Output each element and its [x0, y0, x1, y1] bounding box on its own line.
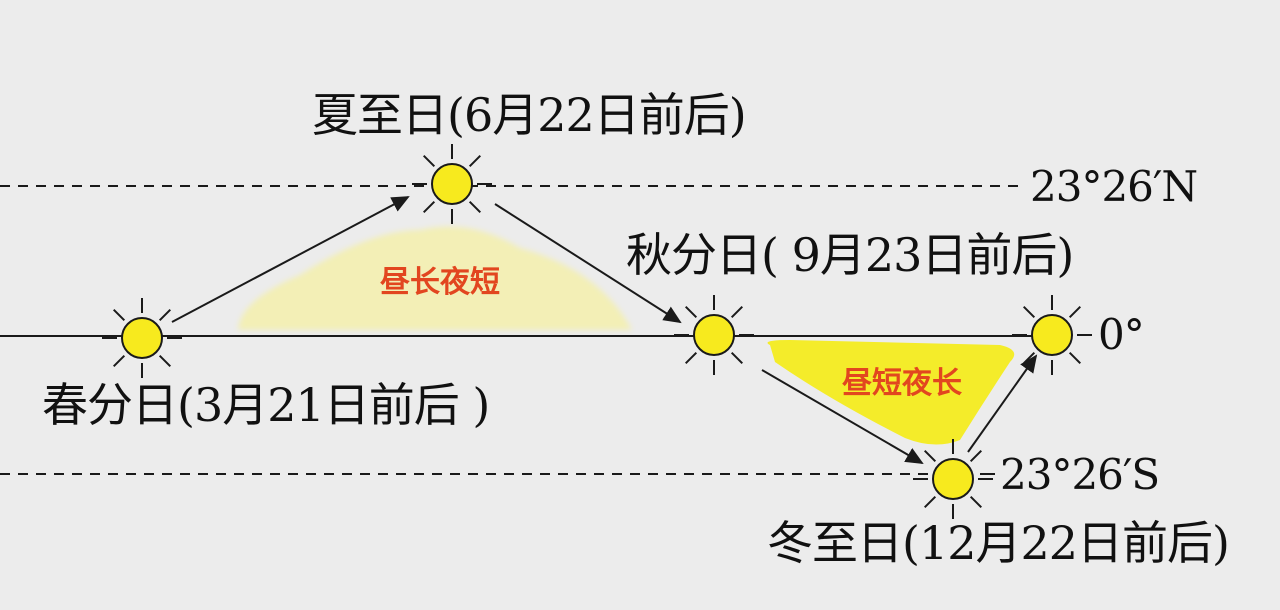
winter-solstice-label: 冬至日(12月22日前后): [767, 516, 1230, 570]
sun-icon: [913, 439, 993, 519]
equator-label: 0°: [1098, 310, 1145, 359]
summer-solstice-label: 夏至日(6月22日前后): [312, 88, 747, 142]
sun-icon: [1012, 295, 1092, 375]
short-day-long-night-text: 昼短夜长: [842, 366, 962, 401]
arrow-icon: [171, 196, 410, 323]
arrow-icon: [761, 369, 924, 465]
sun-icon: [674, 295, 754, 375]
tropic-of-capricorn-label: 23°26′S: [1000, 450, 1160, 499]
autumn-equinox-label: 秋分日( 9月23日前后): [626, 228, 1074, 282]
short-day-region: [767, 340, 1015, 445]
long-day-region: [238, 226, 632, 330]
tropic-of-cancer-label: 23°26′N: [1030, 162, 1198, 211]
sun-icon: [102, 298, 182, 378]
sun-icon: [412, 144, 492, 224]
long-day-short-night-text: 昼长夜短: [380, 265, 500, 300]
arrow-icon: [967, 354, 1038, 453]
spring-equinox-label: 春分日(3月21日前后 ): [42, 378, 490, 432]
arrow-icon: [494, 203, 682, 324]
